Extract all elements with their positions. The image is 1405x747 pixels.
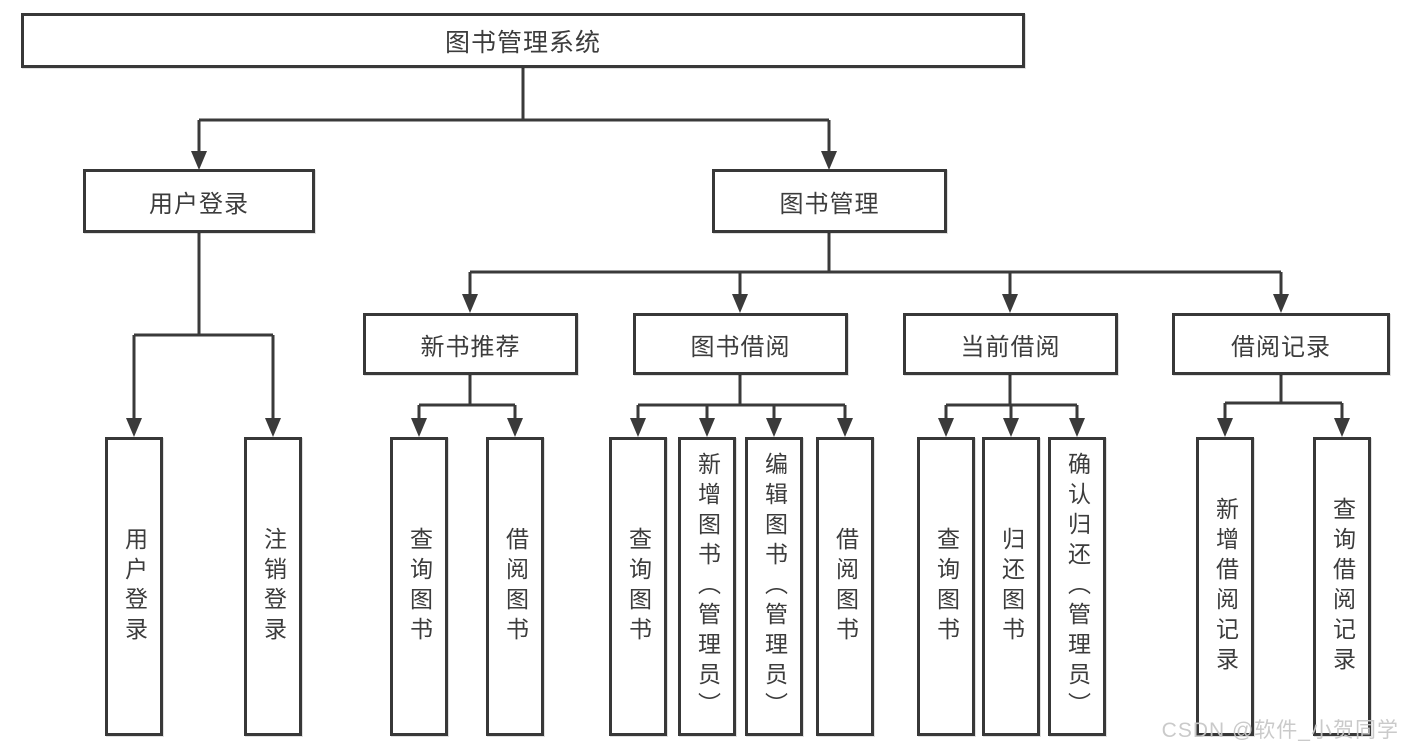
leaf-confirm-return-admin: 确认归还（管理员）	[1048, 437, 1106, 736]
node-borrow-records: 借阅记录	[1172, 313, 1390, 375]
node-root: 图书管理系统	[21, 13, 1025, 68]
leaf-borrow-books-recommend: 借阅图书	[486, 437, 544, 736]
leaf-query-borrow-record: 查询借阅记录	[1313, 437, 1371, 736]
node-book-management: 图书管理	[712, 169, 947, 233]
leaf-query-books-current: 查询图书	[917, 437, 975, 736]
leaf-query-books-borrow: 查询图书	[609, 437, 667, 736]
node-book-borrow: 图书借阅	[633, 313, 848, 375]
leaf-return-books: 归还图书	[982, 437, 1040, 736]
leaf-add-borrow-record: 新增借阅记录	[1196, 437, 1254, 736]
node-user-login: 用户登录	[83, 169, 315, 233]
csdn-watermark: CSDN @软件_小贺同学	[1161, 719, 1399, 742]
node-new-book-recommend: 新书推荐	[363, 313, 578, 375]
leaf-edit-books-admin: 编辑图书（管理员）	[745, 437, 803, 736]
leaf-borrow-books: 借阅图书	[816, 437, 874, 736]
leaf-user-login: 用户登录	[105, 437, 163, 736]
leaf-add-books-admin: 新增图书（管理员）	[678, 437, 736, 736]
leaf-query-books-recommend: 查询图书	[390, 437, 448, 736]
arrowheads	[126, 151, 1350, 437]
leaf-logout: 注销登录	[244, 437, 302, 736]
node-current-borrow: 当前借阅	[903, 313, 1118, 375]
